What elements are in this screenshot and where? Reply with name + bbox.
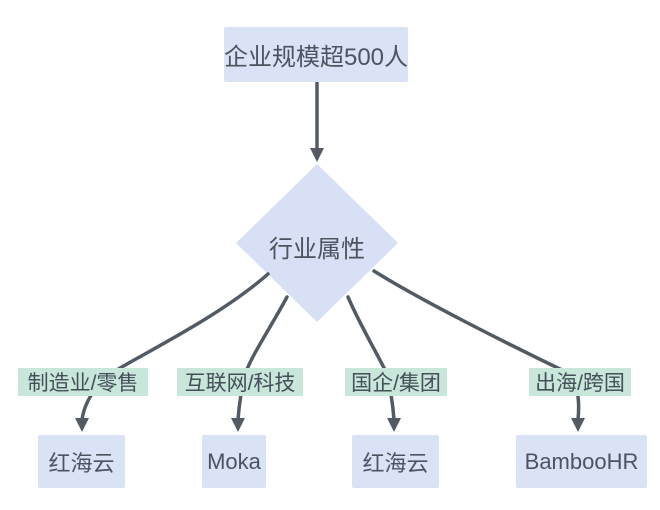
arrowhead-branch-1 — [75, 418, 89, 432]
connector-branch-2 — [236, 295, 289, 422]
condition-label-internet-tech: 互联网/科技 — [177, 368, 303, 396]
decision-node-label: 行业属性 — [269, 236, 365, 263]
arrowhead-branch-3 — [387, 418, 401, 432]
result-node-honghaiyun-1: 红海云 — [38, 435, 125, 488]
root-node: 企业规模超500人 — [224, 27, 408, 82]
arrowhead-branch-2 — [231, 418, 245, 432]
arrowhead-branch-4 — [571, 418, 585, 432]
condition-label-manufacturing-retail: 制造业/零售 — [18, 368, 148, 396]
condition-label-overseas-multinational: 出海/跨国 — [529, 368, 631, 396]
connector-branch-1 — [80, 272, 270, 422]
decision-diamond-shape — [236, 164, 398, 322]
arrowhead-root-to-decision — [310, 148, 324, 162]
result-node-bamboohr: BambooHR — [516, 435, 647, 488]
result-node-honghaiyun-2: 红海云 — [352, 435, 439, 488]
result-node-moka: Moka — [202, 435, 266, 488]
connector-branch-3 — [346, 295, 396, 422]
condition-label-soe-group: 国企/集团 — [345, 368, 447, 396]
connector-branch-4 — [372, 269, 581, 422]
